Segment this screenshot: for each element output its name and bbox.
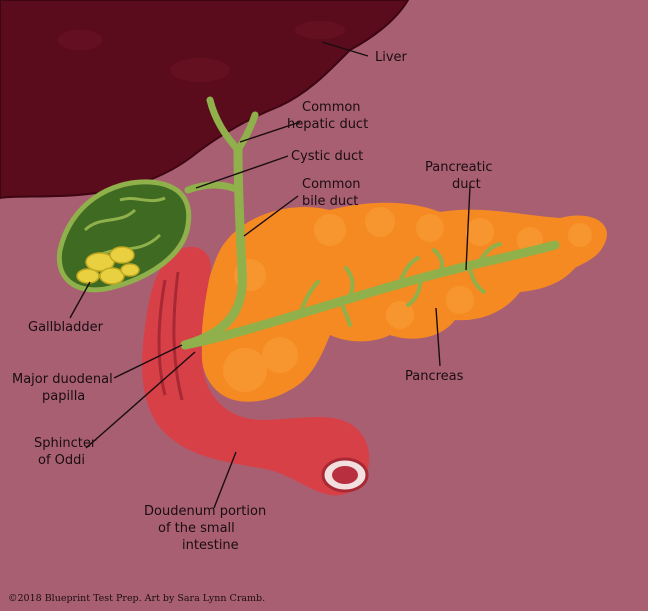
label-pancreas: Pancreas — [405, 369, 464, 384]
label-common-bile-duct-line1: Common — [302, 177, 361, 192]
credit-line: ©2018 Blueprint Test Prep. Art by Sara L… — [8, 593, 265, 604]
pancreas-organ — [201, 202, 607, 402]
label-gallbladder: Gallbladder — [28, 320, 104, 335]
label-common-bile-duct-line2: bile duct — [302, 194, 358, 209]
label-duodenum-line1: Doudenum portion — [144, 504, 266, 519]
label-common-hepatic-duct-line2: hepatic duct — [287, 117, 368, 132]
gallbladder-organ — [56, 179, 192, 293]
duodenum-organ — [142, 246, 370, 496]
label-duodenum-line2: of the small — [158, 521, 235, 536]
liver-organ — [0, 0, 410, 200]
leader-lines — [69, 41, 471, 509]
label-major-duodenal-papilla-line2: papilla — [42, 389, 85, 404]
label-duodenum-line3: intestine — [182, 538, 239, 553]
label-pancreatic-duct-line1: Pancreatic — [425, 160, 493, 175]
label-pancreatic-duct-line2: duct — [452, 177, 481, 192]
label-common-hepatic-duct-line1: Common — [302, 100, 361, 115]
label-sphincter-of-oddi-line1: Sphincter — [34, 436, 97, 451]
label-cystic-duct: Cystic duct — [291, 149, 363, 164]
bile-ducts — [180, 96, 560, 350]
label-liver: Liver — [375, 50, 408, 65]
label-sphincter-of-oddi-line2: of Oddi — [38, 453, 85, 468]
label-major-duodenal-papilla-line1: Major duodenal — [12, 372, 113, 387]
